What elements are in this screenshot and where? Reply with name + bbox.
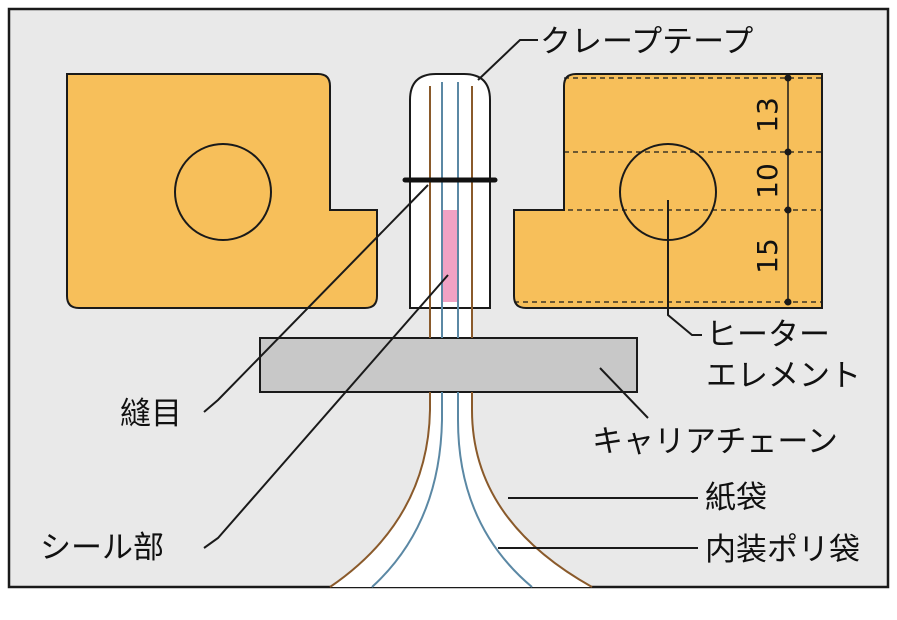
dimension-label-middle: 10 bbox=[751, 163, 784, 199]
poly-bag-left-wall bbox=[371, 392, 443, 588]
label-crepe-tape: クレープテープ bbox=[540, 24, 753, 60]
left-heater-element-circle bbox=[174, 143, 272, 241]
leader-heater-element bbox=[667, 200, 702, 336]
paper-bag-right-wall bbox=[471, 392, 593, 588]
leader-seal-part bbox=[203, 274, 449, 549]
dimension-label-top: 13 bbox=[751, 97, 784, 133]
seal-zone bbox=[441, 210, 458, 302]
label-seal-part: シール部 bbox=[40, 530, 164, 566]
carrier-chain bbox=[259, 337, 638, 393]
label-paper-bag: 紙袋 bbox=[705, 480, 767, 516]
leader-stitch bbox=[203, 184, 429, 413]
label-stitch: 縫目 bbox=[120, 396, 182, 432]
dimension-dots bbox=[784, 74, 792, 306]
label-carrier-chain: キャリアチェーン bbox=[592, 424, 838, 460]
label-heater-element-line1: ヒーター bbox=[706, 317, 830, 353]
bag-walls-upper bbox=[429, 82, 473, 338]
paper-bag-left-wall bbox=[329, 392, 431, 588]
label-heater-element-line2: エレメント bbox=[706, 358, 861, 394]
leader-carrier-chain bbox=[599, 367, 649, 419]
left-heater-block bbox=[66, 73, 378, 309]
leader-lines bbox=[203, 39, 702, 549]
poly-bag-right-wall bbox=[457, 392, 533, 588]
leader-crepe-tape bbox=[477, 39, 538, 81]
label-inner-poly-bag: 内装ポリ袋 bbox=[705, 532, 860, 568]
dimension-label-bottom: 15 bbox=[751, 238, 784, 274]
bag-body bbox=[330, 300, 592, 587]
